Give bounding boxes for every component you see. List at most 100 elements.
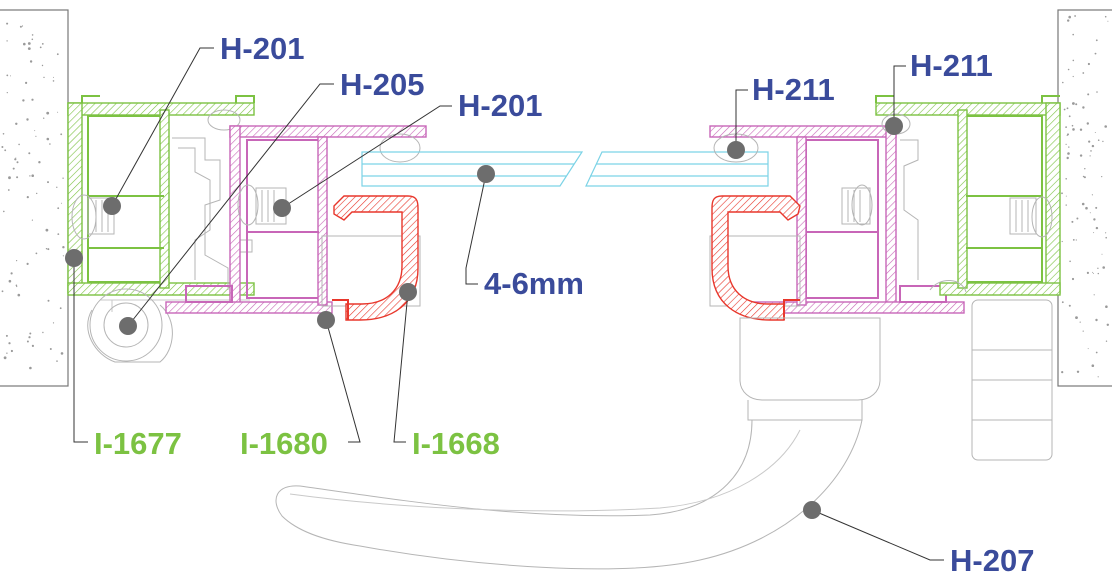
concrete-speck: [10, 349, 13, 353]
left-sash-profile: [165, 125, 427, 314]
concrete-speck: [1086, 122, 1090, 125]
concrete-speck: [1095, 206, 1098, 209]
callout-dots: [65, 117, 903, 519]
concrete-speck: [1105, 305, 1108, 309]
label-i1668: I-1668: [412, 426, 500, 461]
concrete-speck: [1102, 266, 1105, 269]
concrete-speck: [62, 255, 64, 257]
concrete-speck: [52, 322, 55, 324]
concrete-speck: [1093, 218, 1096, 221]
concrete-speck: [41, 64, 44, 67]
concrete-speck: [29, 175, 31, 177]
concrete-speck: [31, 34, 34, 36]
concrete-speck: [25, 81, 28, 84]
concrete-speck: [36, 192, 38, 195]
concrete-speck: [14, 158, 17, 161]
concrete-speck: [1087, 348, 1089, 350]
concrete-speck: [29, 332, 32, 335]
concrete-speck: [1063, 108, 1066, 111]
concrete-speck: [31, 174, 34, 177]
concrete-speck: [1061, 371, 1064, 374]
concrete-speck: [1092, 271, 1094, 273]
dot-h207: [803, 501, 821, 519]
concrete-speck: [1095, 318, 1098, 322]
concrete-speck: [1079, 321, 1081, 323]
concrete-speck: [6, 40, 8, 42]
concrete-speck: [1084, 168, 1086, 170]
concrete-speck: [1106, 323, 1110, 326]
concrete-speck: [31, 38, 34, 41]
concrete-speck: [1072, 128, 1075, 131]
concrete-speck: [1089, 155, 1091, 157]
concrete-speck: [1105, 340, 1108, 342]
concrete-speck: [1094, 132, 1096, 133]
concrete-speck: [56, 53, 59, 56]
concrete-speck: [49, 348, 52, 350]
concrete-speck: [21, 25, 24, 27]
concrete-speck: [49, 143, 51, 145]
concrete-speck: [1068, 115, 1071, 118]
left-wall: [0, 9, 69, 387]
concrete-speck: [1061, 301, 1064, 304]
concrete-speck: [1092, 272, 1094, 274]
concrete-speck: [12, 167, 15, 170]
concrete-speck: [38, 161, 41, 164]
concrete-speck: [1075, 316, 1078, 319]
dot-h211-right: [885, 117, 903, 135]
left-frame-profile: [67, 95, 255, 296]
concrete-speck: [1072, 33, 1074, 36]
concrete-speck: [45, 248, 48, 250]
concrete-speck: [1066, 156, 1069, 160]
dot-glass: [477, 165, 495, 183]
dot-i1668: [399, 283, 417, 301]
concrete-speck: [29, 366, 32, 370]
label-h207: H-207: [950, 543, 1034, 578]
concrete-speck: [28, 336, 31, 339]
label-h201-left: H-201: [220, 31, 304, 66]
label-h211-right: H-211: [910, 48, 993, 83]
concrete-speck: [46, 137, 50, 141]
concrete-speck: [1072, 239, 1075, 241]
concrete-speck: [39, 46, 42, 49]
concrete-speck: [16, 176, 19, 179]
concrete-speck: [1, 146, 4, 148]
concrete-speck: [10, 75, 11, 77]
concrete-speck: [1091, 364, 1095, 368]
concrete-speck: [8, 176, 11, 180]
concrete-speck: [43, 76, 45, 79]
leader-h207: [811, 509, 944, 561]
concrete-speck: [1079, 128, 1083, 131]
concrete-speck: [45, 228, 49, 232]
concrete-speck: [1105, 236, 1107, 239]
concrete-speck: [1102, 140, 1104, 143]
concrete-speck: [6, 92, 8, 94]
concrete-speck: [1097, 267, 1099, 269]
concrete-speck: [1075, 239, 1077, 241]
concrete-speck: [1104, 15, 1107, 18]
handle-outline: [275, 317, 881, 570]
leader-h201-left: [111, 47, 214, 207]
concrete-speck: [1089, 212, 1091, 214]
concrete-speck: [8, 279, 12, 283]
leader-h201-mid: [281, 105, 452, 209]
concrete-speck: [1091, 144, 1095, 148]
concrete-speck: [1066, 107, 1069, 110]
concrete-speck: [56, 186, 58, 188]
concrete-speck: [6, 74, 9, 77]
concrete-speck: [35, 135, 37, 137]
concrete-speck: [43, 117, 45, 119]
concrete-speck: [1072, 59, 1075, 62]
concrete-speck: [1105, 232, 1107, 234]
concrete-speck: [47, 181, 49, 184]
leader-i1680: [325, 319, 361, 443]
concrete-speck: [1088, 140, 1091, 143]
label-glass-thickness: 4-6mm: [484, 266, 584, 301]
concrete-speck: [1076, 217, 1079, 220]
concrete-speck: [1096, 91, 1098, 93]
concrete-speck: [7, 189, 10, 191]
concrete-speck: [56, 360, 58, 362]
leader-h211-right: [893, 65, 906, 126]
concrete-speck: [1, 290, 4, 293]
leader-i1668: [393, 291, 409, 443]
